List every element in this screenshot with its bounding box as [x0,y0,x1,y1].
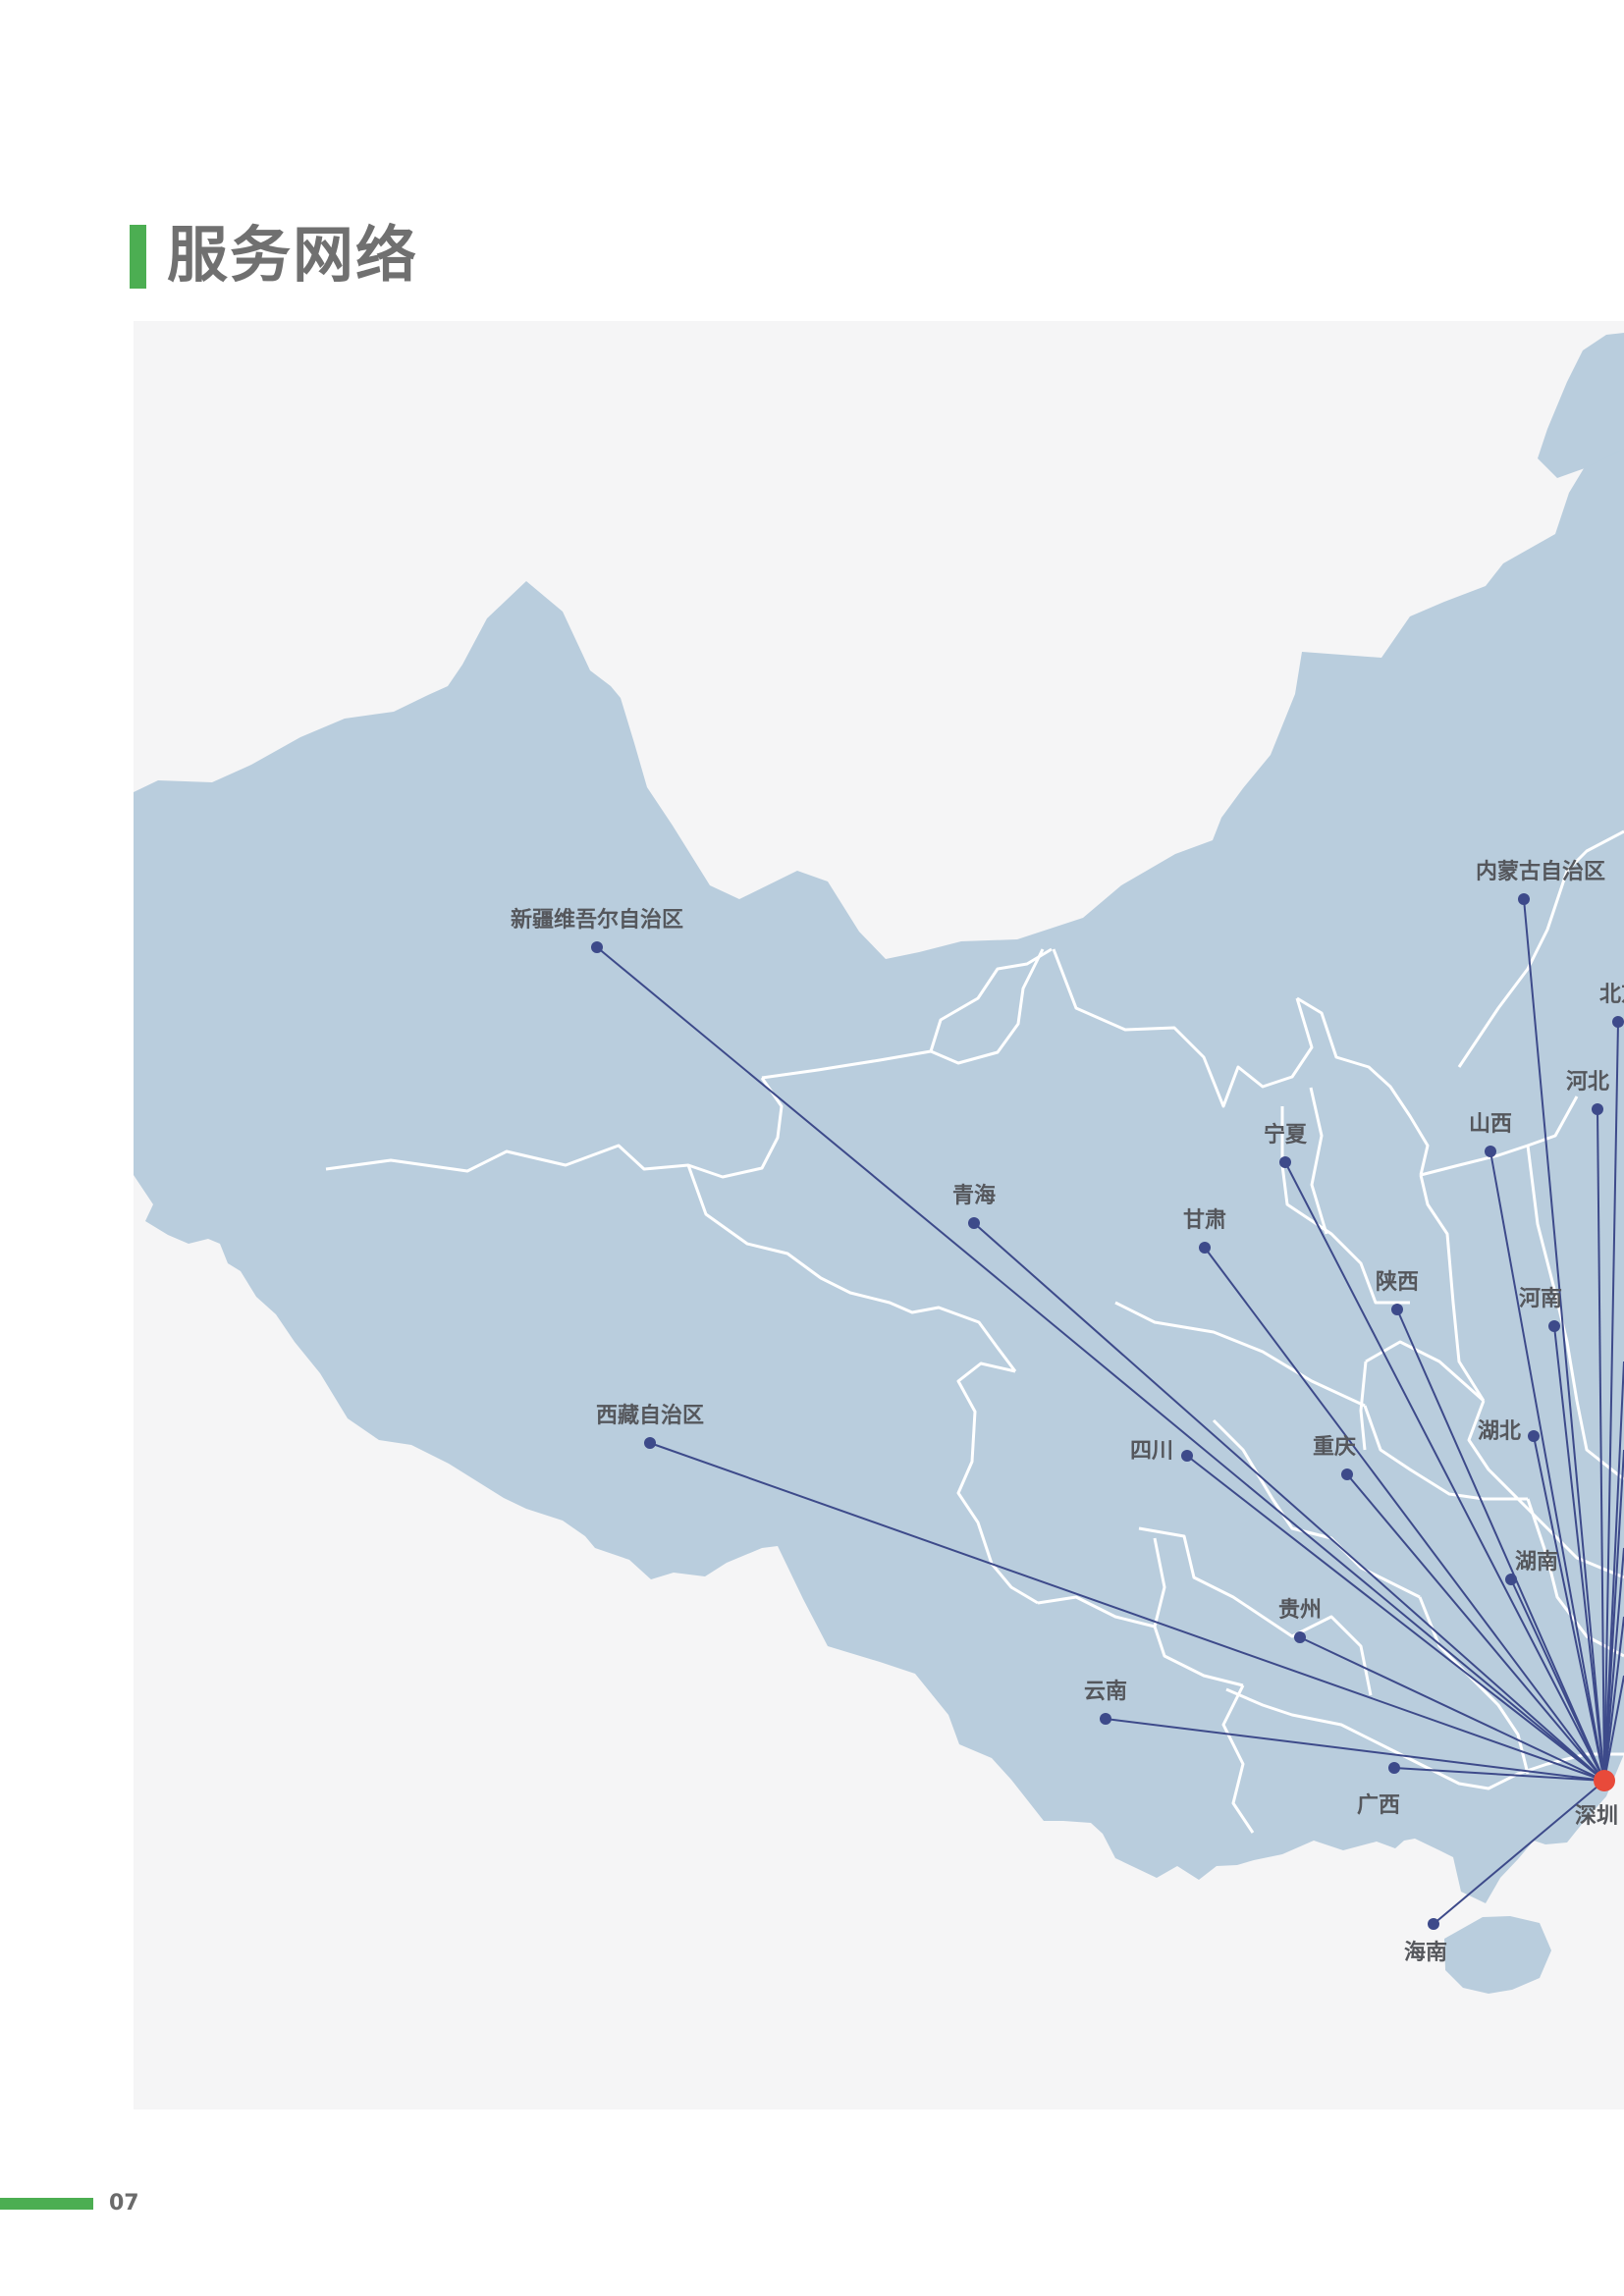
label-hainan: 海南 [1404,1940,1447,1965]
label-guizhou: 贵州 [1278,1598,1322,1623]
route-line-yunnan [1105,1718,1605,1782]
route-lines [596,898,1624,1925]
page-title: 服务网络 [167,219,419,291]
label-hebei: 河北 [1566,1070,1609,1095]
label-chongqing: 重庆 [1313,1434,1356,1460]
marker-guizhou [1294,1631,1306,1643]
route-line-guizhou [1299,1636,1605,1782]
location-labels: 新疆维吾尔自治区西藏自治区青海甘肃宁夏内蒙古自治区北京河北山西陕西河南四川重庆湖… [511,859,1624,1965]
route-line-xizang [649,1442,1605,1782]
marker-guangxi [1388,1762,1400,1774]
marker-beijing [1612,1016,1624,1028]
route-line-ningxia [1284,1161,1605,1782]
label-yunnan: 云南 [1084,1680,1127,1704]
footer-accent-bar [0,2198,93,2210]
label-guangxi: 广西 [1357,1792,1400,1818]
marker-shaanxi [1391,1304,1403,1315]
china-map-svg: 新疆维吾尔自治区西藏自治区青海甘肃宁夏内蒙古自治区北京河北山西陕西河南四川重庆湖… [134,333,1624,1994]
hub-marker [1594,1770,1615,1791]
route-line-hebei [1597,1108,1605,1782]
route-line-guangxi [1393,1767,1605,1782]
marker-henan [1548,1320,1560,1332]
label-qinghai: 青海 [952,1183,996,1208]
marker-hebei [1592,1103,1603,1115]
northeast-landmass [1538,333,1624,478]
route-line-hunan [1510,1578,1605,1782]
route-line-beijing [1603,1021,1619,1782]
route-line-gansu [1204,1247,1605,1782]
label-beijing: 北京 [1599,982,1624,1007]
route-line-shaanxi [1396,1308,1605,1782]
label-shanxi: 山西 [1469,1112,1512,1137]
route-line-hainan [1433,1780,1605,1925]
route-line-shanxi [1489,1150,1605,1782]
label-shaanxi: 陕西 [1376,1270,1419,1295]
marker-xizang [644,1437,656,1449]
label-xinjiang: 新疆维吾尔自治区 [511,907,683,933]
china-landmass [134,414,1624,1903]
page-number: 07 [109,2191,139,2216]
label-neimenggu: 内蒙古自治区 [1476,859,1605,884]
marker-yunnan [1100,1713,1111,1725]
marker-chongqing [1341,1468,1353,1480]
label-hubei: 湖北 [1478,1419,1521,1444]
marker-hainan [1428,1918,1439,1930]
marker-xinjiang [591,941,603,953]
hub-label: 深圳 [1575,1804,1618,1829]
label-sichuan: 四川 [1130,1439,1173,1464]
label-gansu: 甘肃 [1183,1207,1226,1233]
marker-sichuan [1181,1450,1193,1462]
route-line-sichuan [1186,1455,1605,1782]
route-line-offscreen-5 [1603,1361,1624,1782]
marker-qinghai [968,1217,980,1229]
marker-neimenggu [1518,893,1530,905]
marker-ningxia [1279,1156,1291,1168]
route-line-henan [1553,1325,1605,1782]
route-line-offscreen-1 [1603,1675,1624,1782]
marker-shanxi [1485,1146,1496,1157]
marker-hunan [1505,1574,1517,1585]
label-hunan: 湖南 [1515,1550,1558,1575]
route-line-xinjiang [596,946,1605,1782]
hainan-island [1444,1916,1551,1994]
route-line-neimenggu [1523,898,1605,1782]
route-line-qinghai [973,1222,1605,1782]
marker-hubei [1528,1430,1540,1442]
label-henan: 河南 [1519,1287,1562,1311]
service-network-map: 新疆维吾尔自治区西藏自治区青海甘肃宁夏内蒙古自治区北京河北山西陕西河南四川重庆湖… [134,321,1624,2109]
label-xizang: 西藏自治区 [596,1403,704,1428]
route-line-chongqing [1346,1473,1605,1782]
marker-gansu [1199,1242,1211,1254]
title-accent-bar [130,225,146,289]
location-markers [591,893,1624,1930]
label-ningxia: 宁夏 [1264,1122,1308,1148]
route-line-hubei [1533,1435,1605,1782]
